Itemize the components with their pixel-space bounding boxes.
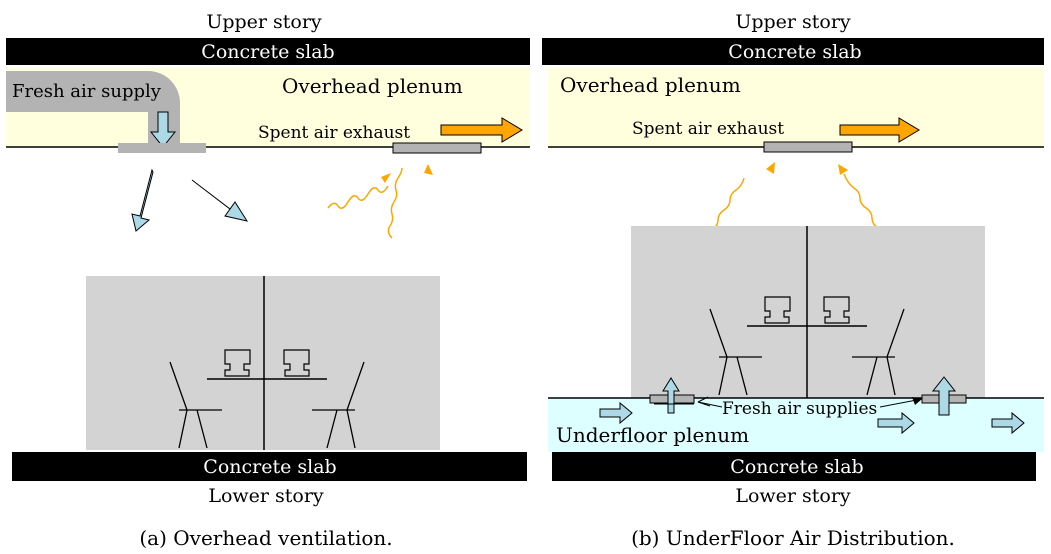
underfloor-flow-arrow-icon — [599, 401, 633, 425]
bottom-slab-b — [552, 452, 1036, 481]
panel-a: Upper story Concrete slab Overhead plenu… — [6, 11, 530, 550]
underfloor-flow-arrow-icon — [991, 411, 1025, 435]
room-b — [631, 226, 985, 400]
floor-supply-arrow-icon — [931, 376, 957, 416]
heat-arrowhead-icon — [838, 164, 848, 175]
exhaust-arrow-icon-a — [440, 117, 523, 143]
fresh-air-supplies-label: Fresh air supplies — [722, 399, 877, 419]
underfloor-plenum — [548, 398, 1044, 452]
bottom-slab-a — [12, 452, 527, 481]
heat-flow-icon — [387, 167, 403, 239]
upper-story-label-b: Upper story — [735, 11, 851, 33]
top-slab-b — [542, 38, 1044, 65]
room-a — [86, 276, 440, 450]
diffuser-a — [118, 143, 206, 153]
underfloor-flow-arrow-icon — [877, 411, 915, 435]
overhead-plenum-label-a: Overhead plenum — [282, 74, 463, 98]
bottom-slab-label-b: Concrete slab — [730, 456, 863, 478]
top-slab-a — [6, 38, 530, 65]
supply-flow-arrow-icon — [191, 179, 249, 222]
lower-story-label-b: Lower story — [735, 485, 851, 507]
top-slab-label-b: Concrete slab — [728, 41, 861, 63]
leader-line-left — [697, 401, 723, 408]
caption-b: (b) UnderFloor Air Distribution. — [631, 526, 955, 550]
fresh-air-supply-label: Fresh air supply — [12, 81, 162, 102]
exhaust-grille-b — [763, 141, 853, 153]
exhaust-arrow-icon-b — [839, 117, 920, 143]
exhaust-grille-a — [392, 142, 482, 154]
heat-arrowhead-icon — [381, 173, 391, 183]
underfloor-plenum-label: Underfloor plenum — [556, 423, 749, 447]
supply-arrow-icon — [149, 111, 177, 148]
upper-story-label-a: Upper story — [206, 11, 322, 33]
supply-duct-a — [6, 71, 180, 146]
overhead-plenum-label-b: Overhead plenum — [560, 73, 741, 97]
caption-a: (a) Overhead ventilation. — [139, 526, 392, 550]
panel-b: Upper story Concrete slab Overhead plenu… — [542, 11, 1044, 550]
heat-arrowhead-icon — [424, 164, 433, 175]
top-slab-label-a: Concrete slab — [201, 41, 334, 63]
floor-supply-arrow-icon — [662, 377, 680, 414]
heat-arrowhead-icon — [766, 162, 775, 174]
spent-air-exhaust-label-a: Spent air exhaust — [258, 123, 410, 143]
lower-story-label-a: Lower story — [208, 485, 324, 507]
overhead-plenum-b — [548, 68, 1044, 146]
spent-air-exhaust-label-b: Spent air exhaust — [632, 119, 784, 139]
supply-flow-arrow-icon — [131, 168, 154, 232]
bottom-slab-label-a: Concrete slab — [203, 456, 336, 478]
heat-flow-icon — [327, 185, 389, 209]
leader-arrowhead-right — [912, 397, 922, 405]
